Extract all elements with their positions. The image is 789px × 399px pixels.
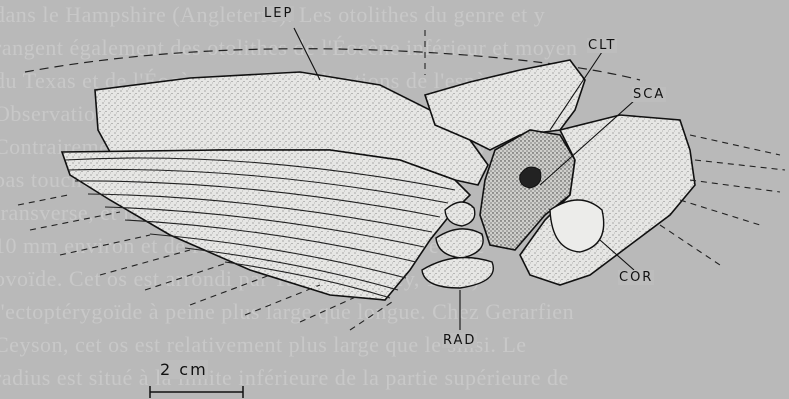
scale-bar-label: 2 cm	[160, 360, 208, 379]
fin-rays	[62, 150, 470, 300]
label-sca: SCA	[632, 87, 666, 102]
label-lep: LEP	[263, 6, 294, 21]
label-cor: COR	[618, 270, 654, 285]
label-clt: CLT	[587, 38, 617, 53]
label-rad: RAD	[442, 333, 477, 348]
scale-bar	[150, 386, 243, 398]
